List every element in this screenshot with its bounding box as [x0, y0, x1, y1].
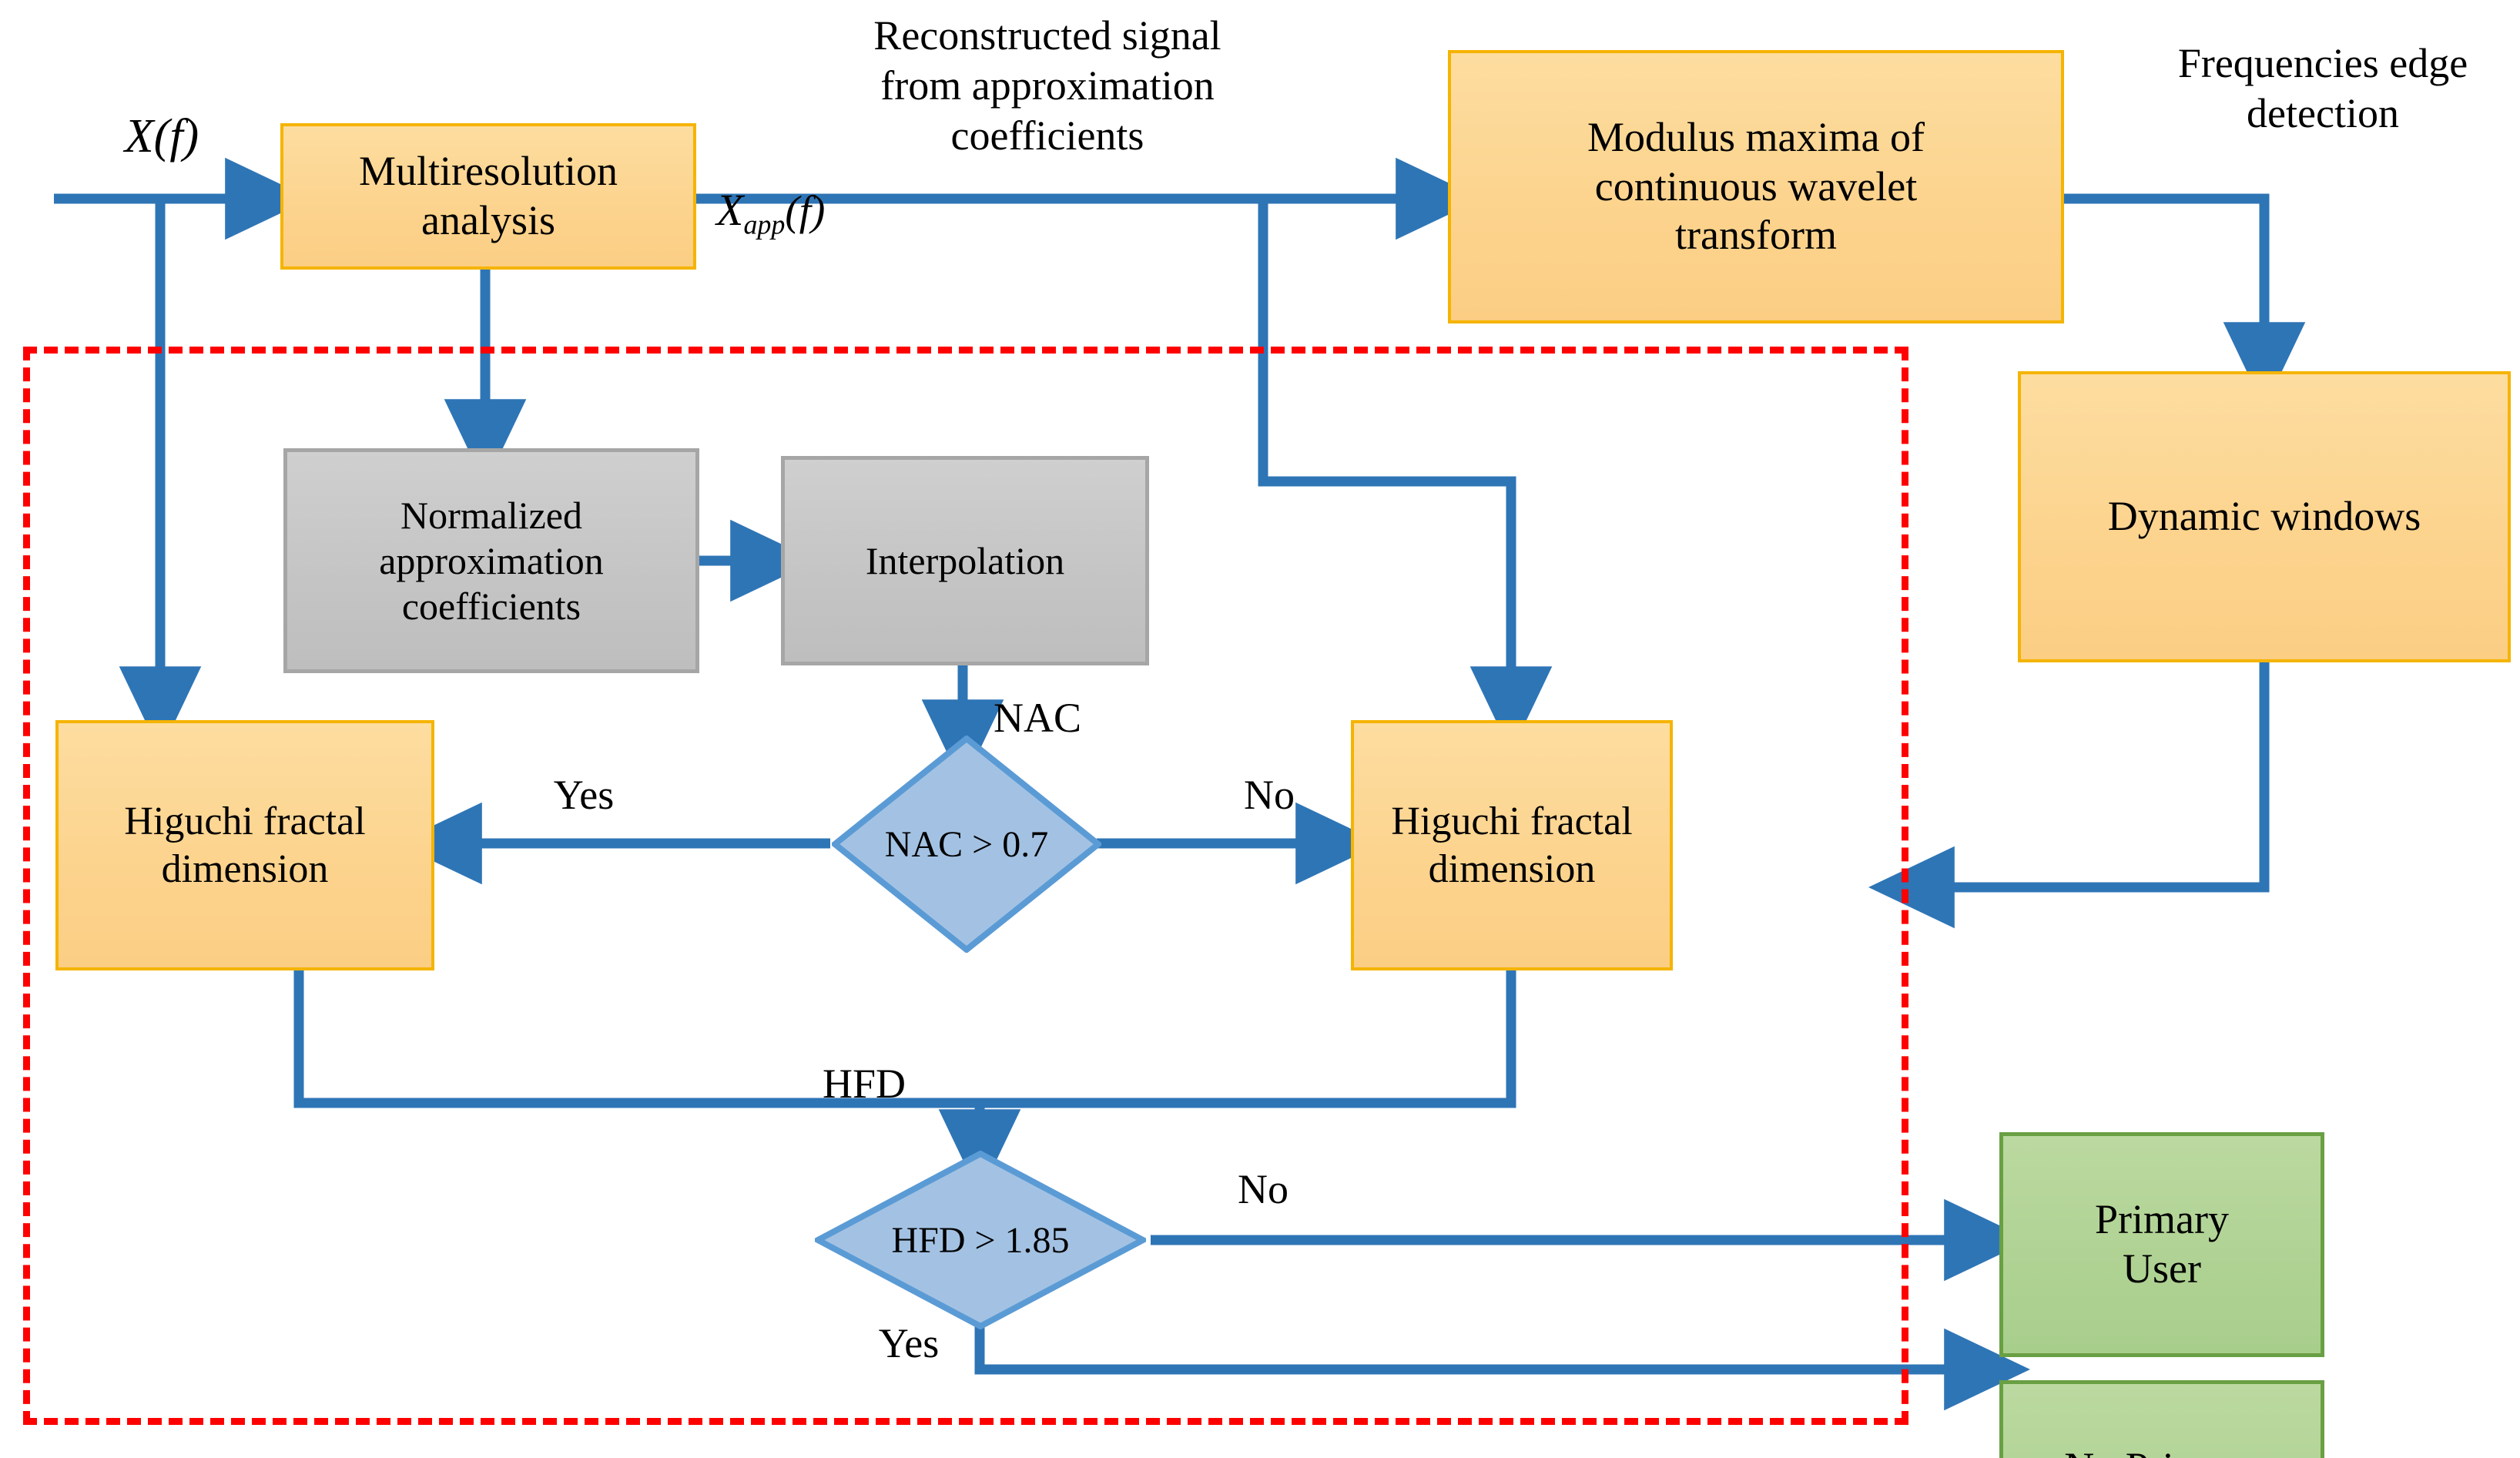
node-primary-user[interactable]: Primary User — [1999, 1132, 2324, 1357]
label-x-app-base: X — [716, 184, 744, 235]
label-branch-no-hfd: No — [1238, 1166, 1288, 1212]
node-dynamic-windows[interactable]: Dynamic windows — [2018, 371, 2511, 662]
node-interpolation-label: Interpolation — [865, 538, 1065, 582]
node-multiresolution-analysis[interactable]: Multiresolution analysis — [280, 123, 696, 270]
edge-modulus-to-dynamic-windows — [2058, 193, 2306, 409]
node-higuchi-fractal-dimension-left-label: Higuchi fractal dimension — [124, 799, 366, 891]
decision-nac-threshold[interactable]: NAC > 0.7 — [832, 736, 1101, 953]
edge-hfd-yes-to-no-primary-user — [974, 1326, 2031, 1411]
node-higuchi-fractal-dimension-left[interactable]: Higuchi fractal dimension — [55, 720, 434, 970]
decision-nac-threshold-label: NAC > 0.7 — [884, 823, 1049, 865]
label-edge-hfd: HFD — [823, 1061, 906, 1107]
label-input-signal: X(f) — [124, 110, 199, 163]
decision-hfd-threshold-shape — [815, 1151, 1146, 1329]
node-modulus-maxima[interactable]: Modulus maxima of continuous wavelet tra… — [1448, 50, 2064, 323]
node-modulus-maxima-label: Modulus maxima of continuous wavelet tra… — [1587, 113, 1925, 259]
decision-hfd-threshold-label: HFD > 1.85 — [891, 1219, 1070, 1261]
node-higuchi-fractal-dimension-right-label: Higuchi fractal dimension — [1391, 799, 1633, 891]
label-x-app-signal: Xapp(f) — [716, 129, 970, 241]
node-primary-user-label: Primary User — [2095, 1196, 2229, 1292]
node-no-primary-user-label: No Primary User — [2064, 1443, 2259, 1458]
label-reconstructed-signal: Reconstructed signal from approximation … — [873, 12, 1221, 159]
node-higuchi-fractal-dimension-right[interactable]: Higuchi fractal dimension — [1351, 720, 1673, 970]
label-branch-yes-hfd: Yes — [878, 1320, 940, 1366]
decision-hfd-threshold[interactable]: HFD > 1.85 — [815, 1151, 1146, 1329]
node-dynamic-windows-label: Dynamic windows — [2107, 493, 2421, 540]
edge-higuchi-left-merge — [293, 970, 980, 1108]
node-no-primary-user[interactable]: No Primary User — [1999, 1380, 2324, 1458]
edge-higuchi-right-merge — [980, 970, 1516, 1108]
node-multiresolution-analysis-label: Multiresolution analysis — [359, 148, 618, 243]
edge-dynamic-windows-to-region — [1868, 659, 2270, 929]
node-normalized-approximation-coefficients[interactable]: Normalized approximation coefficients — [283, 448, 699, 673]
label-edge-nac: NAC — [994, 695, 1082, 741]
node-interpolation[interactable]: Interpolation — [781, 456, 1149, 665]
node-normalized-approximation-coefficients-label: Normalized approximation coefficients — [379, 493, 604, 628]
label-branch-yes-nac: Yes — [553, 772, 615, 818]
label-frequencies-edge-detection: Frequencies edge detection — [2177, 40, 2468, 136]
label-branch-no-nac: No — [1244, 772, 1295, 818]
label-x-app-tail: (f) — [785, 186, 826, 234]
label-x-app-subscript: app — [743, 209, 786, 240]
edge-xapp-branch-to-higuchi-right — [1258, 199, 1553, 753]
decision-nac-threshold-shape — [832, 736, 1101, 953]
